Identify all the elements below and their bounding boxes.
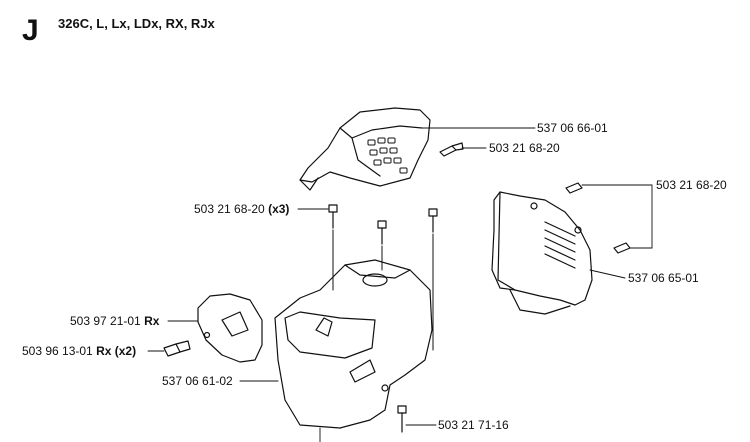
- callout-main-housing: 537 06 61-02: [162, 374, 233, 388]
- callout-top-cover: 537 06 66-01: [537, 121, 608, 135]
- part-number: 537 06 66-01: [537, 121, 608, 135]
- callout-rx-screw: 503 96 13-01 Rx (x2): [22, 344, 136, 358]
- part-number: 537 06 65-01: [628, 271, 699, 285]
- quantity-note: (x3): [268, 202, 290, 216]
- part-number: 537 06 61-02: [162, 374, 233, 388]
- screw-bottom: [397, 405, 407, 433]
- callout-vertical-screws: 503 21 68-20 (x3): [194, 202, 289, 216]
- model-note: Rx (x2): [96, 344, 137, 358]
- main-housing-part: [274, 259, 433, 429]
- screw-vertical-3: [428, 208, 438, 351]
- model-note: Rx: [144, 314, 160, 328]
- callout-bottom-screw: 503 21 71-16: [438, 418, 509, 432]
- section-letter: J: [22, 14, 39, 47]
- part-number: 503 21 68-20: [489, 141, 560, 155]
- screw-side-cover-2: [613, 242, 631, 254]
- rx-cover-part: [197, 293, 263, 363]
- callout-side-cover-screws: 503 21 68-20: [656, 178, 727, 192]
- screw-vertical-2: [377, 220, 387, 271]
- part-number: 503 21 71-16: [438, 418, 509, 432]
- part-number: 503 21 68-20: [194, 202, 265, 216]
- top-cover-part: [299, 107, 431, 191]
- callout-side-cover: 537 06 65-01: [628, 271, 699, 285]
- callout-top-cover-screw: 503 21 68-20: [489, 141, 560, 155]
- screw-vertical-1: [328, 204, 338, 291]
- part-number: 503 96 13-01: [22, 344, 93, 358]
- screw-side-cover-1: [565, 182, 583, 194]
- side-cover-part: [491, 191, 593, 315]
- model-list: 326C, L, Lx, LDx, RX, RJx: [58, 16, 215, 31]
- leader-lines: [147, 127, 653, 442]
- screw-rx: [163, 340, 191, 357]
- part-number: 503 97 21-01: [70, 314, 141, 328]
- part-number: 503 21 68-20: [656, 178, 727, 192]
- screw-top-cover: [439, 142, 464, 157]
- callout-rx-cover: 503 97 21-01 Rx: [70, 314, 159, 328]
